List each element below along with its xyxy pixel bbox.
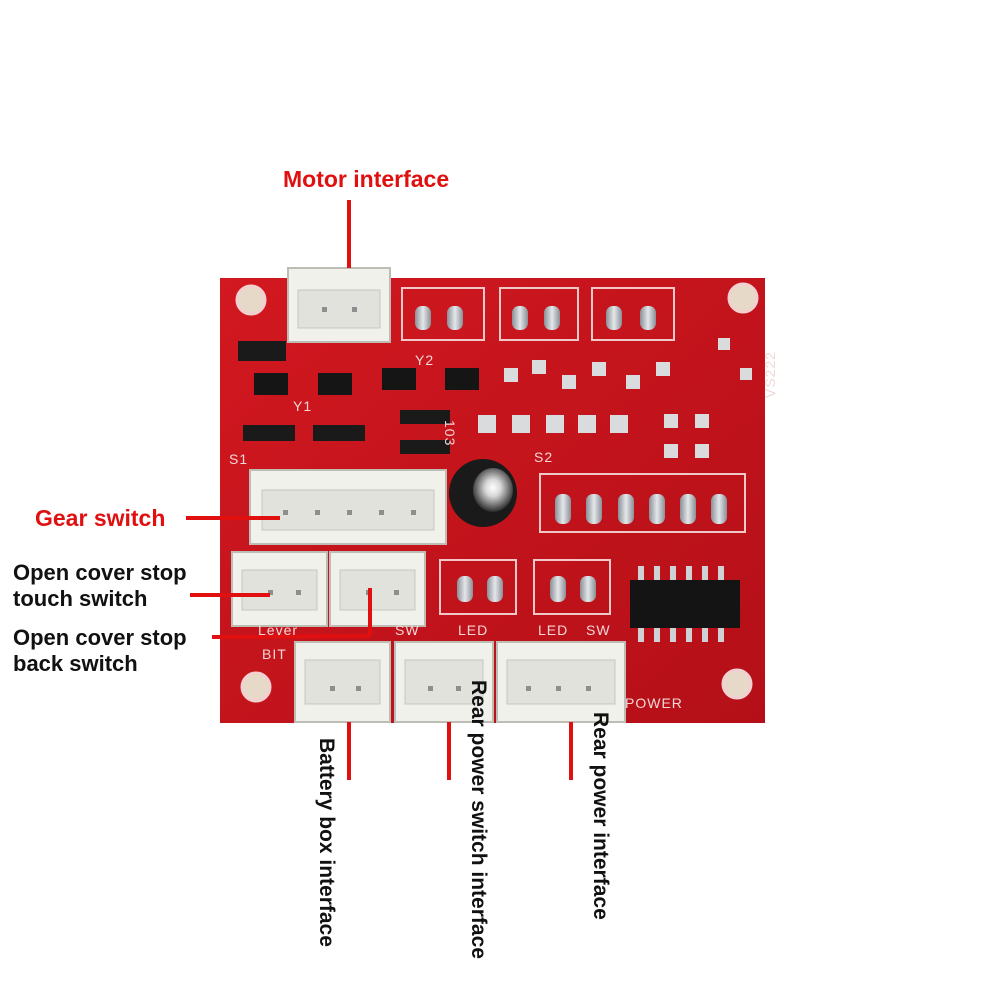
pcb-board: [220, 267, 765, 723]
silk-power: POWER: [625, 695, 683, 711]
top-led-pads: [415, 306, 656, 330]
label-rear-power-switch-interface: Rear power switch interface: [467, 680, 490, 959]
back-switch-connector: [329, 551, 426, 627]
label-rear-power-interface: Rear power interface: [589, 712, 612, 920]
label-open-cover-touch-line2: touch switch: [13, 585, 148, 611]
silk-sw-1: SW: [395, 622, 420, 638]
rear-power-switch-connector: [394, 641, 494, 723]
label-motor-interface: Motor interface: [283, 166, 450, 192]
silk-bit: BIT: [262, 646, 287, 662]
silk-y1: Y1: [293, 398, 313, 414]
silk-s2: S2: [534, 449, 554, 465]
top-led-footprints: [401, 287, 675, 341]
silk-led-1: LED: [458, 622, 489, 638]
label-open-cover-touch: Open cover stop touch switch: [13, 560, 187, 612]
smd-components: [238, 338, 752, 458]
label-open-cover-back: Open cover stop back switch: [13, 625, 187, 677]
silk-y2: Y2: [415, 352, 435, 368]
silk-103: 103: [442, 420, 458, 447]
label-open-cover-touch-line1: Open cover stop: [13, 560, 187, 585]
silk-model: VS222: [762, 350, 778, 398]
mounting-holes: [235, 282, 759, 703]
ic-chip: [630, 566, 740, 642]
silk-sw-2: SW: [586, 622, 611, 638]
battery-box-connector: [294, 641, 391, 723]
rear-power-connector: [496, 641, 626, 723]
middle-led-footprints: [439, 559, 611, 615]
silk-lever: Lever: [258, 622, 299, 638]
lever-connector: [231, 551, 328, 627]
transistors: [254, 368, 479, 395]
s2-footprint: [539, 473, 746, 533]
label-battery-box-interface: Battery box interface: [315, 738, 338, 947]
electrolytic-capacitor: [449, 459, 517, 527]
gear-switch-connector: [249, 469, 447, 545]
leader-lines: [186, 200, 573, 780]
label-gear-switch: Gear switch: [35, 505, 166, 531]
label-open-cover-back-line2: back switch: [13, 650, 138, 676]
silk-led-2: LED: [538, 622, 569, 638]
motor-connector: [287, 267, 391, 343]
silk-s1: S1: [229, 451, 249, 467]
label-open-cover-back-line1: Open cover stop: [13, 625, 187, 650]
